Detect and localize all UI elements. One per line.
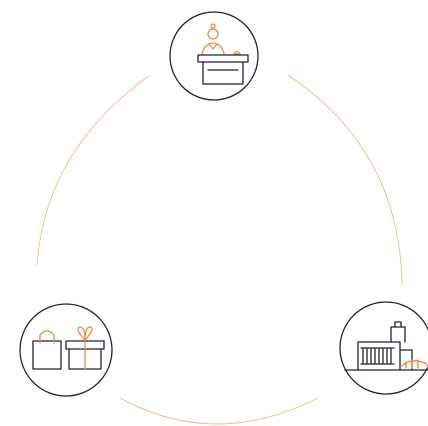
factory-building-icon [344, 321, 428, 371]
shopping-bag-gift-box-icon [32, 326, 105, 370]
ring-arc-top-left [36, 74, 151, 266]
reception-desk-icon [197, 23, 249, 85]
node-shopping-gifts [19, 303, 113, 397]
ring-arc-bottom [119, 397, 319, 425]
node-reception [169, 11, 259, 101]
node-factory [339, 301, 428, 395]
cycle-ring [36, 74, 403, 425]
ring-arc-top-right [287, 74, 403, 286]
